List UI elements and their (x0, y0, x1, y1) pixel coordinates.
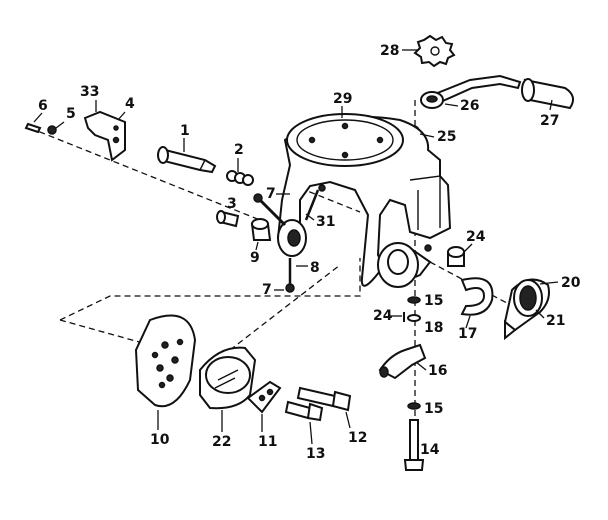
part-11-link-plate (246, 380, 282, 414)
label-17: 17 (458, 326, 477, 342)
part-9-bushing (250, 218, 272, 241)
label-3: 3 (227, 196, 237, 212)
label-24: 24 (373, 308, 393, 324)
part-3-pin (216, 210, 240, 228)
part-13-bolt (284, 400, 324, 422)
label-31: 31 (316, 214, 335, 230)
callout-labels: 28 26 27 29 25 33 4 6 5 1 2 7 3 31 9 8 7 (33, 43, 581, 462)
label-25: 25 (437, 129, 456, 145)
label-23: 24 (466, 229, 486, 245)
part-21-knob (503, 278, 550, 341)
part-7-pin-upper (253, 193, 287, 227)
label-7-lower: 7 (262, 282, 272, 298)
label-15-lower: 15 (424, 401, 443, 417)
part-27-handle-grip (521, 78, 575, 110)
part-1-shaft (157, 146, 217, 174)
part-15-washer-upper (407, 296, 421, 304)
label-20: 20 (561, 275, 581, 291)
assembly-guide-lines (29, 100, 521, 460)
label-18: 18 (424, 320, 443, 336)
label-10: 10 (150, 432, 170, 448)
part-10-cover-plate (134, 314, 197, 408)
label-26: 26 (460, 98, 479, 114)
label-29: 29 (333, 91, 352, 107)
label-9: 9 (250, 250, 260, 266)
label-6: 6 (38, 98, 48, 114)
part-16-clamp (378, 343, 427, 380)
part-7-pin-lower (285, 258, 295, 293)
label-21: 21 (546, 313, 565, 329)
part-18-washer (407, 314, 421, 322)
part-15-washer-lower (407, 402, 421, 410)
label-27: 27 (540, 113, 559, 129)
part-28-star-washer (413, 34, 456, 68)
label-28: 28 (380, 43, 399, 59)
label-33: 33 (80, 84, 99, 100)
part-4-bracket (83, 110, 126, 162)
part-2-spring (226, 170, 254, 186)
part-26-crank-handle (420, 74, 522, 109)
label-22: 22 (212, 434, 231, 450)
label-15-upper: 15 (424, 293, 443, 309)
part-17-spring-clip (460, 277, 494, 316)
label-5: 5 (66, 106, 76, 122)
label-1: 1 (180, 123, 190, 139)
label-2: 2 (234, 142, 244, 158)
label-16: 16 (428, 363, 447, 379)
part-5-washer (47, 125, 57, 135)
label-13: 13 (306, 446, 325, 462)
label-12: 12 (348, 430, 367, 446)
part-23-button (447, 246, 465, 267)
part-22-hub (199, 346, 257, 410)
label-8: 8 (310, 260, 320, 276)
part-6-screw (24, 122, 42, 134)
part-12-bolt (296, 386, 352, 412)
part-14-long-bolt (403, 419, 425, 471)
label-7-upper: 7 (266, 186, 276, 202)
label-4: 4 (125, 96, 135, 112)
part-29-main-frame (276, 113, 452, 288)
label-11: 11 (258, 434, 277, 450)
label-14: 14 (420, 442, 440, 458)
